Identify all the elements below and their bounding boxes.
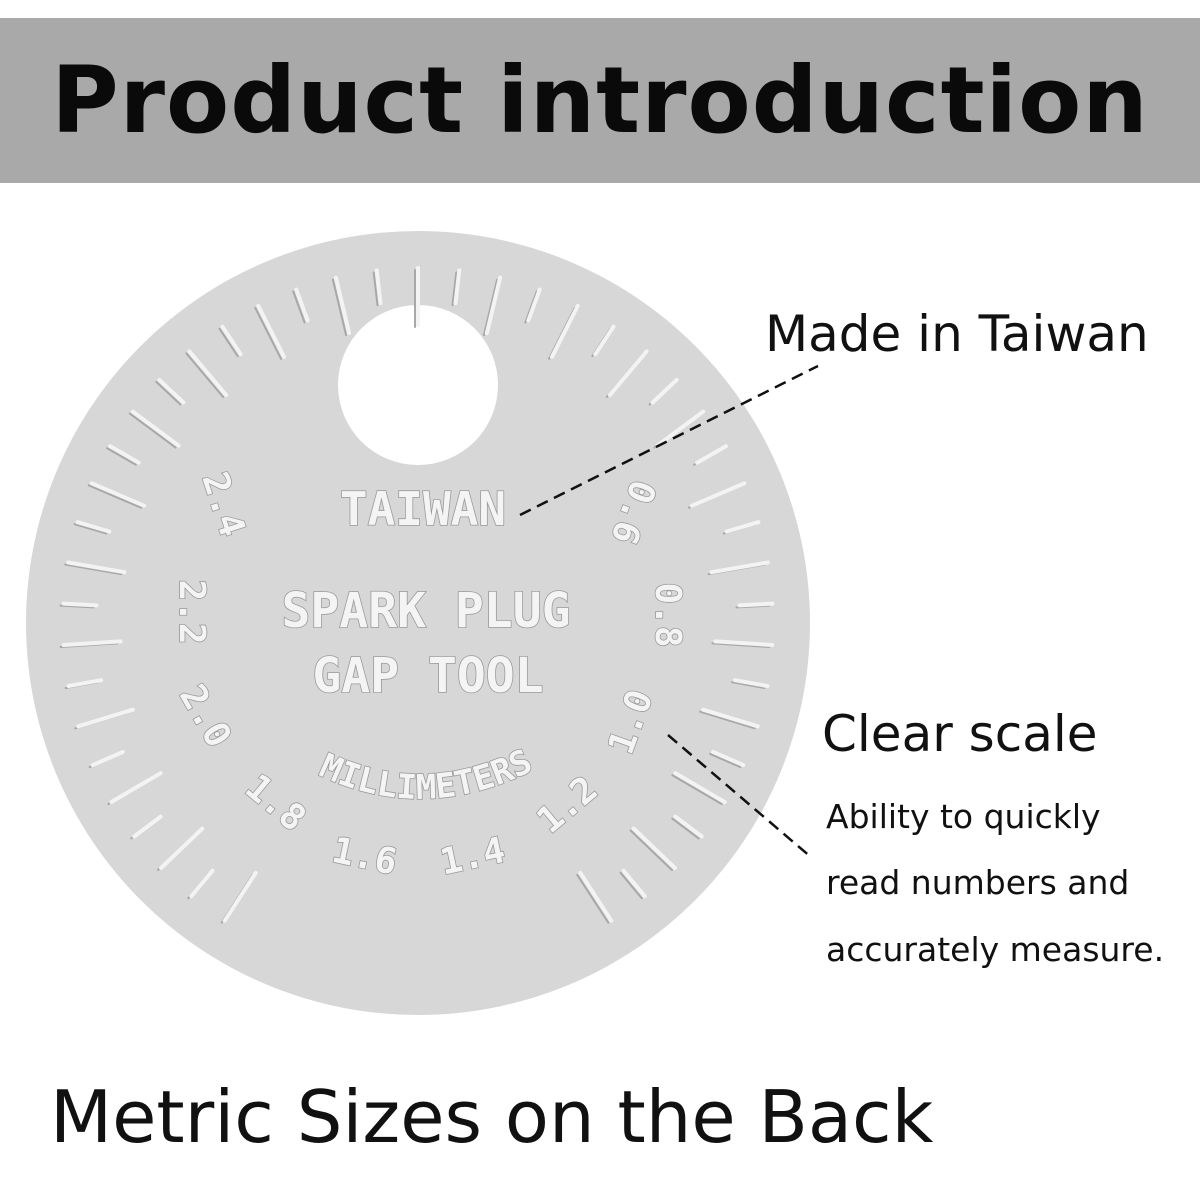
scale-label-0-8: 0.8	[647, 582, 688, 647]
scale-tick	[709, 560, 770, 575]
bottom-caption: Metric Sizes on the Back	[50, 1075, 934, 1159]
scale-tick	[222, 870, 258, 923]
scale-tick	[374, 268, 383, 306]
scale-tick	[673, 814, 704, 839]
scale-tick	[66, 678, 104, 688]
scale-ticks	[61, 266, 775, 923]
made-in-callout: Made in Taiwan	[765, 305, 1149, 363]
scale-tick-shadow	[254, 306, 282, 360]
scale-tick	[484, 275, 503, 336]
scale-label-2-2: 2.2	[171, 579, 212, 644]
scale-tick-shadow	[699, 710, 756, 730]
made-in-leader-line	[519, 364, 819, 517]
scale-description-line: read numbers and	[826, 863, 1130, 902]
scale-tick-shadow	[64, 563, 123, 576]
scale-tick	[621, 868, 647, 899]
scale-tick	[655, 409, 706, 448]
scale-tick	[90, 749, 125, 768]
scale-tick	[189, 868, 215, 899]
scale-tick	[220, 324, 243, 357]
scale-tick-shadow	[87, 484, 143, 509]
scale-tick-shadow	[730, 681, 766, 689]
scale-tick	[333, 275, 352, 336]
scale-tick	[732, 678, 770, 688]
scale-tick	[578, 870, 614, 923]
scale-tick	[75, 520, 112, 534]
scale-tick	[159, 826, 205, 870]
scale-tick	[550, 303, 580, 359]
scale-tick-shadow	[155, 380, 182, 406]
scale-tick-shadow	[372, 271, 379, 307]
scale-tick-shadow	[576, 873, 610, 924]
scale-label-1-4: 1.4	[437, 830, 509, 884]
scale-tick	[695, 444, 728, 465]
scale-tick	[132, 814, 163, 839]
scale-tick-shadow	[106, 447, 137, 466]
gauge-disc	[26, 231, 810, 1015]
scale-tick	[61, 601, 99, 608]
scale-tick-shadow	[59, 604, 95, 609]
scale-tick	[607, 349, 649, 397]
tool-name-line1: SPARK PLUG	[282, 583, 571, 639]
scale-tick	[453, 268, 462, 306]
scale-tick	[701, 707, 760, 729]
scale-tick-shadow	[629, 829, 673, 871]
clear-scale-callout: Clear scale	[822, 705, 1098, 763]
scale-tick-shadow	[709, 752, 742, 769]
scale-tick	[593, 324, 616, 357]
scale-tick-shadow	[218, 327, 239, 358]
scale-description-line: accurately measure.	[826, 930, 1165, 969]
scale-tick	[713, 639, 775, 647]
scale-tick	[76, 707, 135, 729]
scale-tick	[130, 409, 181, 448]
scale-tick-shadow	[292, 290, 306, 324]
scale-tick	[650, 377, 679, 405]
country-stamp: TAIWAN	[340, 482, 506, 536]
scale-tick-shadow	[619, 871, 643, 900]
scale-tick	[89, 481, 147, 508]
scale-tick-shadow	[73, 523, 108, 535]
scale-tick	[157, 377, 186, 405]
scale-tick	[61, 639, 123, 647]
scale-tick-shadow	[671, 817, 700, 840]
scale-tick	[109, 771, 163, 804]
scale-tick-shadow	[185, 352, 225, 398]
scale-description-line: Ability to quickly	[826, 797, 1101, 836]
scale-tick	[66, 560, 127, 575]
scale-tick-shadow	[331, 278, 348, 337]
header-banner: Product introduction	[0, 18, 1200, 183]
scale-tick	[256, 303, 286, 359]
clear-scale-leader-line	[667, 734, 813, 859]
scale-tick	[108, 444, 141, 465]
scale-tick	[631, 826, 677, 870]
scale-tick-shadow	[128, 412, 177, 449]
scale-tick	[294, 287, 310, 323]
scale-tick-shadow	[711, 642, 771, 648]
scale-tick	[673, 771, 727, 804]
page-title: Product introduction	[51, 47, 1149, 154]
scale-tick-shadow	[671, 774, 723, 805]
scale-tick-shadow	[524, 290, 538, 324]
scale-tick-shadow	[451, 271, 458, 307]
scale-tick-shadow	[482, 278, 499, 337]
scale-tick	[689, 481, 747, 508]
scale-tick	[711, 749, 746, 768]
scale-tick	[187, 349, 229, 397]
scale-tick	[724, 520, 761, 534]
scale-tick	[526, 287, 542, 323]
gauge-hole	[338, 305, 498, 465]
tool-name-line2: GAP TOOL	[312, 648, 543, 704]
scale-tick	[737, 601, 775, 608]
